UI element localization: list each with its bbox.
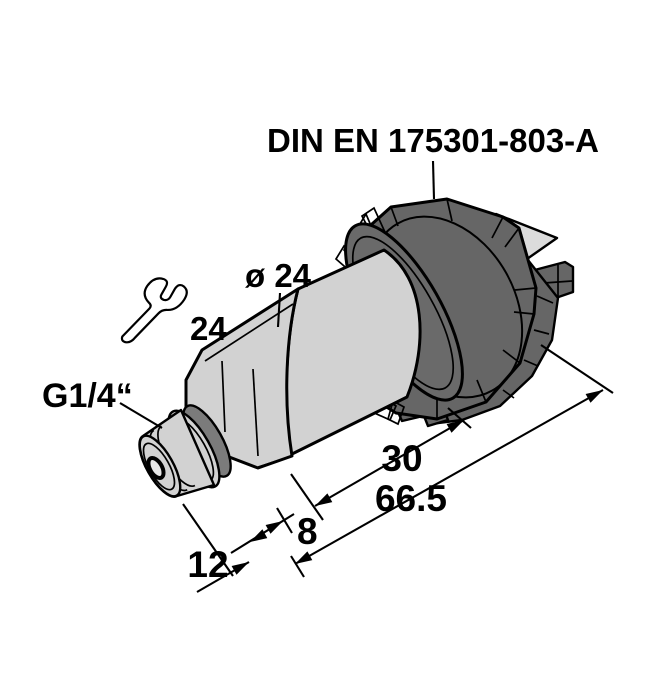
port-hole [146, 455, 166, 481]
dim-value-30: 30 [381, 438, 422, 479]
leader-connector-standard [431, 160, 436, 200]
leader-diameter [276, 292, 282, 328]
dim-value-66-5: 66.5 [375, 478, 447, 519]
wrench-size-label: 24 [190, 310, 227, 347]
leader-thread [119, 402, 163, 429]
connector-rib [386, 399, 406, 426]
dimension-connector-section [314, 419, 465, 507]
dimension-overall-length [294, 389, 604, 565]
process-connection-label: G1/4“ [42, 377, 133, 415]
wrench-icon [120, 277, 188, 344]
body-diameter-label: ø 24 [245, 257, 312, 294]
pressure-port-thread [138, 408, 216, 498]
dimension-layer [119, 160, 614, 593]
connector-standard-label: DIN EN 175301-803-A [267, 122, 599, 159]
dim-value-12: 12 [187, 544, 228, 585]
dim-value-8: 8 [297, 511, 318, 552]
